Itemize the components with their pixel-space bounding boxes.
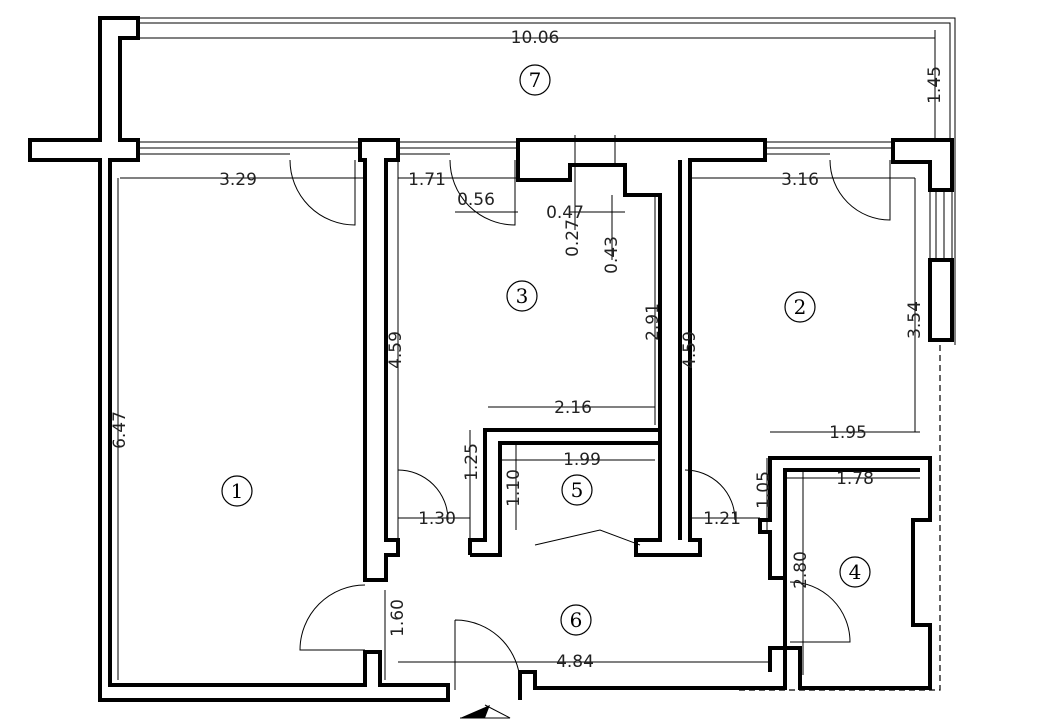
- dim-room3-lower-width: 2.16: [554, 398, 592, 418]
- dim-room1-length: 6.47: [110, 411, 130, 449]
- dim-room3-inner-length: 2.91: [643, 303, 663, 341]
- dim-room2-width: 3.16: [781, 170, 819, 190]
- dim-bath-outer-height: 1.25: [462, 443, 482, 481]
- dim-bath-width: 1.99: [563, 450, 601, 470]
- dim-room2-lower-width: 1.95: [829, 423, 867, 443]
- svg-text:3: 3: [516, 284, 529, 308]
- room-4-label: 4: [839, 556, 871, 588]
- room-labels: 1 2 3 4 5 6 7: [221, 64, 871, 636]
- walls: [28, 16, 954, 702]
- room-5-label: 5: [561, 474, 593, 506]
- dim-hall-depth: 1.60: [388, 599, 408, 637]
- svg-text:2: 2: [794, 295, 807, 319]
- dim-niche-a: 0.56: [457, 190, 495, 210]
- svg-text:1: 1: [231, 479, 244, 503]
- dim-hall-width: 4.84: [556, 652, 594, 672]
- dim-room2-length: 4.59: [680, 331, 700, 369]
- dim-room4-width: 1.78: [836, 469, 874, 489]
- room-7-label: 7: [519, 64, 551, 96]
- dim-balcony-depth: 1.45: [925, 66, 945, 104]
- dimension-lines: [117, 30, 936, 680]
- svg-text:7: 7: [529, 68, 542, 92]
- room-6-label: 6: [560, 604, 592, 636]
- dim-room4-offset: 1.05: [754, 471, 774, 509]
- dim-bath-inner-height: 1.10: [504, 469, 524, 507]
- svg-text:6: 6: [570, 608, 583, 632]
- svg-text:4: 4: [849, 560, 862, 584]
- dim-hall-left-width: 1.30: [418, 509, 456, 529]
- dim-room2-right-length: 3.54: [905, 301, 925, 339]
- dim-hall-right-width: 1.21: [703, 509, 741, 529]
- doors: [289, 159, 891, 691]
- dim-room3-length: 4.59: [386, 331, 406, 369]
- dimension-labels: 10.06 1.45 3.29 1.71 0.56 0.47 0.27 0.43…: [110, 28, 945, 672]
- dim-niche-d: 0.43: [602, 236, 622, 274]
- dim-room1-width: 3.29: [219, 170, 257, 190]
- dim-niche-b: 0.47: [546, 203, 584, 223]
- room-2-label: 2: [784, 291, 816, 323]
- dim-niche-c: 0.27: [563, 219, 583, 257]
- dim-room4-length: 2.80: [791, 551, 811, 589]
- dim-balcony-width: 10.06: [511, 28, 560, 48]
- dim-room3-width: 1.71: [408, 170, 446, 190]
- room-1-label: 1: [221, 475, 253, 507]
- north-arrow-icon: [460, 704, 511, 719]
- svg-text:5: 5: [571, 478, 584, 502]
- balcony-outline: [138, 17, 956, 345]
- room-3-label: 3: [506, 280, 538, 312]
